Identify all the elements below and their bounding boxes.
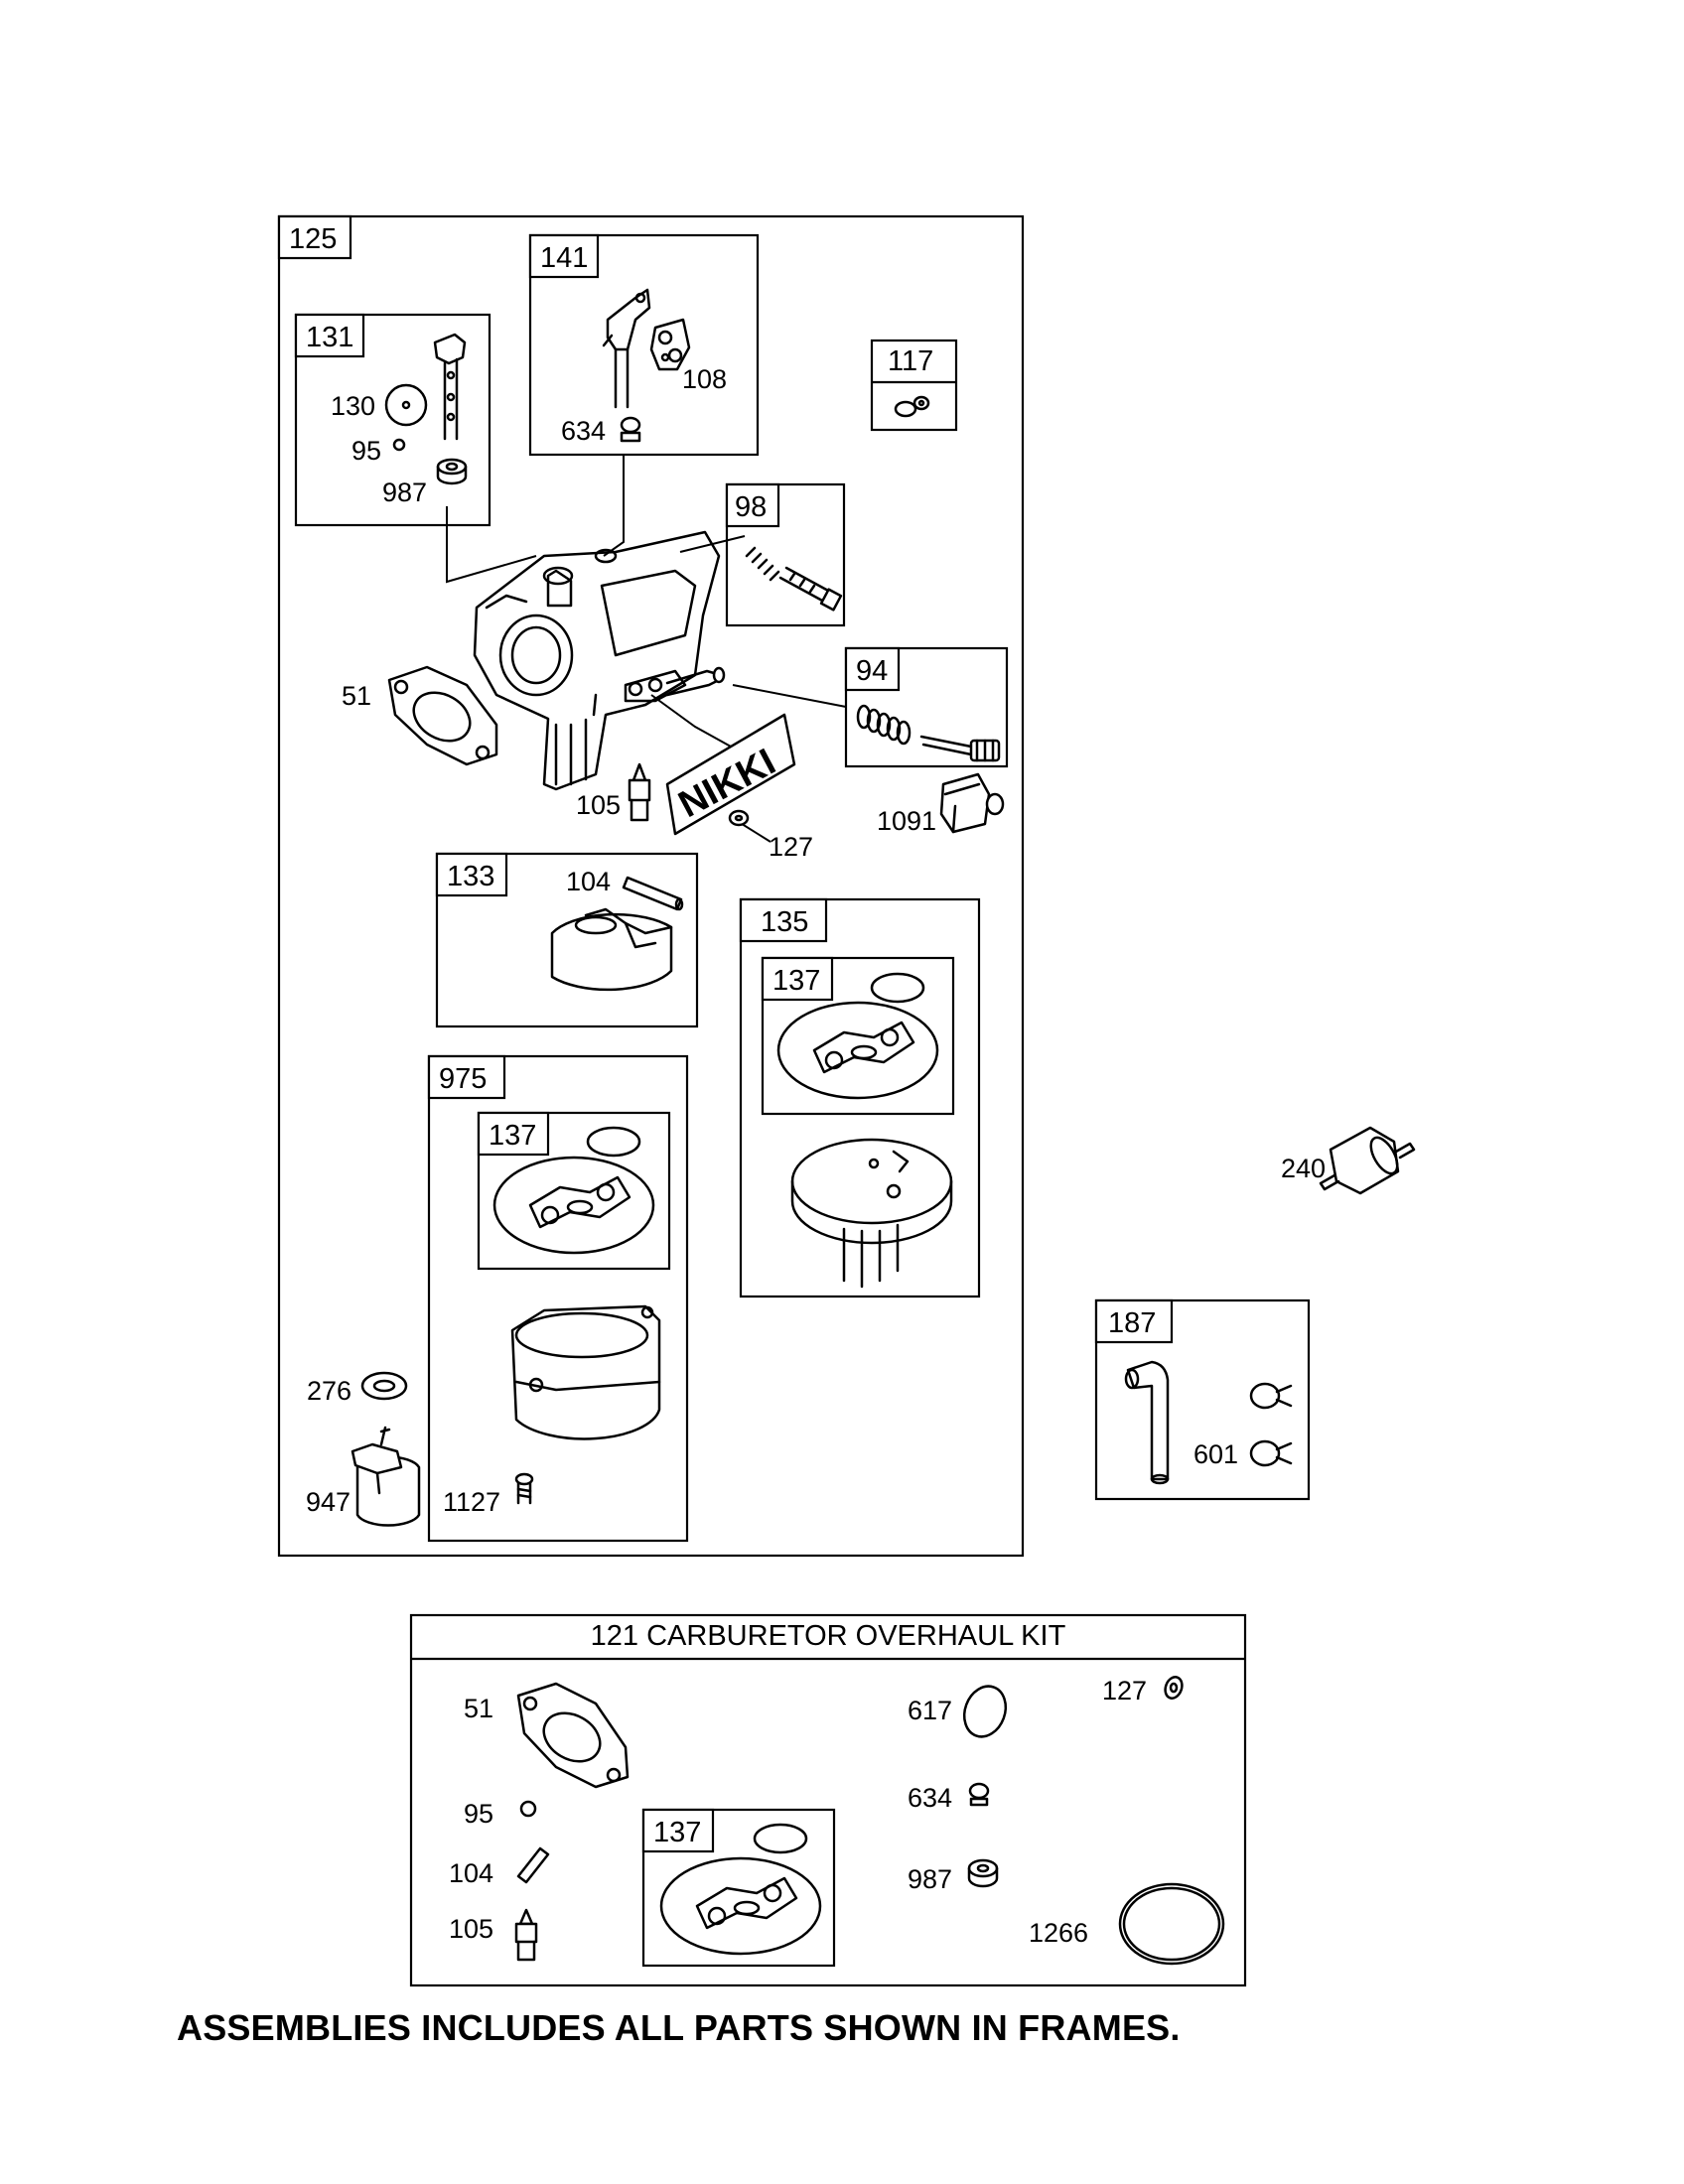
kit-title: 121 CARBURETOR OVERHAUL KIT <box>591 1620 1066 1652</box>
washer-276-part <box>360 1371 408 1401</box>
solenoid-947-part <box>351 1426 421 1527</box>
kit-needle-105-part <box>514 1908 538 1962</box>
kit-o-ring-part <box>753 1823 808 1854</box>
gasket-137-part <box>776 1001 939 1100</box>
assemblies-footnote: ASSEMBLIES INCLUDES ALL PARTS SHOWN IN F… <box>177 2007 1181 2048</box>
kit-clip-127-part <box>1164 1676 1184 1700</box>
frame-label-137-lower: 137 <box>489 1120 536 1152</box>
solenoid-1091-part <box>939 772 1005 834</box>
part-label-240: 240 <box>1281 1154 1326 1183</box>
kit-part-label-617: 617 <box>908 1696 952 1725</box>
part-label-1127: 1127 <box>443 1487 500 1517</box>
frame-label-131: 131 <box>306 322 353 353</box>
kit-part-label-1266: 1266 <box>1029 1918 1088 1948</box>
kit-part-label-95: 95 <box>464 1799 493 1829</box>
o-ring-part <box>870 972 925 1004</box>
frame-137-lower <box>477 1111 671 1271</box>
frame-label-975: 975 <box>439 1063 487 1095</box>
part-label-105: 105 <box>576 790 621 820</box>
float-133-part <box>550 907 673 992</box>
frame-975: 975 137 1127 <box>427 1054 689 1543</box>
part-label-104: 104 <box>566 867 611 896</box>
part-label-634: 634 <box>561 416 606 446</box>
part-label-95: 95 <box>351 436 381 466</box>
kit-gasket-137-part <box>659 1856 822 1956</box>
frame-label-125: 125 <box>289 223 337 255</box>
part-label-601: 601 <box>1193 1439 1238 1469</box>
kit-part-label-127: 127 <box>1102 1676 1147 1706</box>
frame-label-94: 94 <box>856 655 888 687</box>
kit-gasket-51-part <box>516 1682 630 1789</box>
frame-133: 133 104 <box>435 852 699 1028</box>
clip-127-part <box>728 809 750 827</box>
kit-part-label-104: 104 <box>449 1858 493 1888</box>
frame-label-117: 117 <box>888 345 933 377</box>
part-label-130: 130 <box>331 391 375 421</box>
gasket-51-part <box>387 665 498 766</box>
part-label-108: 108 <box>682 364 727 394</box>
kit-o-ring-617-part <box>962 1685 1008 1738</box>
fuel-line-187-part <box>1124 1360 1170 1485</box>
part-label-51: 51 <box>342 681 371 711</box>
bowl-cover-part <box>790 1138 953 1289</box>
kit-screw-634-part <box>968 1782 990 1807</box>
screw-95-part <box>392 438 406 452</box>
fuel-filter-240-part <box>1319 1126 1416 1195</box>
frame-131: 131 130 95 987 <box>294 313 491 527</box>
throttle-shaft-part <box>433 333 467 441</box>
carburetor-body-part <box>473 530 726 791</box>
frame-label-141: 141 <box>540 242 588 274</box>
kit-seal-987-part <box>967 1858 999 1888</box>
kit-part-label-51: 51 <box>464 1694 493 1723</box>
seal-987-part <box>436 458 468 485</box>
gasket-108-part <box>649 318 691 371</box>
part-label-987: 987 <box>382 478 427 507</box>
kit-part-label-634: 634 <box>908 1783 952 1813</box>
frame-94: 94 <box>844 646 1009 768</box>
frame-label-137-upper: 137 <box>772 965 820 997</box>
float-bowl-part <box>510 1304 661 1440</box>
frame-121-overhaul-kit: 121 CARBURETOR OVERHAUL KIT 51 95 104 10… <box>409 1613 1247 1987</box>
leader-lines <box>446 455 847 843</box>
kit-screw-95-part <box>519 1800 537 1818</box>
choke-shaft-part <box>602 288 651 409</box>
kit-part-label-105: 105 <box>449 1914 493 1944</box>
frame-137-kit <box>641 1808 836 1968</box>
kit-o-ring-1266-part <box>1118 1882 1225 1966</box>
o-ring-part <box>586 1126 641 1158</box>
frame-98: 98 <box>725 482 846 627</box>
screw-1127-part <box>514 1472 534 1505</box>
needle-105-part <box>628 762 651 822</box>
clamp-601-part <box>1249 1382 1293 1467</box>
frame-141: 141 108 634 <box>528 233 760 457</box>
frame-label-137-kit: 137 <box>653 1817 701 1848</box>
frame-label-135: 135 <box>761 906 808 938</box>
frame-125: 125 <box>277 214 1025 1558</box>
part-label-127: 127 <box>769 832 813 862</box>
part-label-947: 947 <box>306 1487 351 1517</box>
kit-part-label-987: 987 <box>908 1864 952 1894</box>
frame-135: 135 137 <box>739 897 981 1298</box>
spring-94-part <box>856 704 912 746</box>
nut-117-part <box>894 395 930 418</box>
screw-634-part <box>620 416 641 443</box>
frame-137-upper <box>761 956 955 1116</box>
pin-104-part <box>622 876 684 911</box>
kit-pin-104-part <box>516 1846 550 1884</box>
frame-label-133: 133 <box>447 861 494 892</box>
frame-label-98: 98 <box>735 491 767 523</box>
mixture-screw-94-part <box>919 735 1001 762</box>
frame-187: 187 601 <box>1094 1298 1311 1501</box>
idle-screw-98-part <box>745 546 843 612</box>
part-label-276: 276 <box>307 1376 351 1406</box>
frame-label-187: 187 <box>1108 1307 1156 1339</box>
frame-117: 117 <box>870 339 958 432</box>
part-label-1091: 1091 <box>877 806 936 836</box>
throttle-plate-130-part <box>384 383 428 427</box>
gasket-137-part <box>492 1156 655 1255</box>
